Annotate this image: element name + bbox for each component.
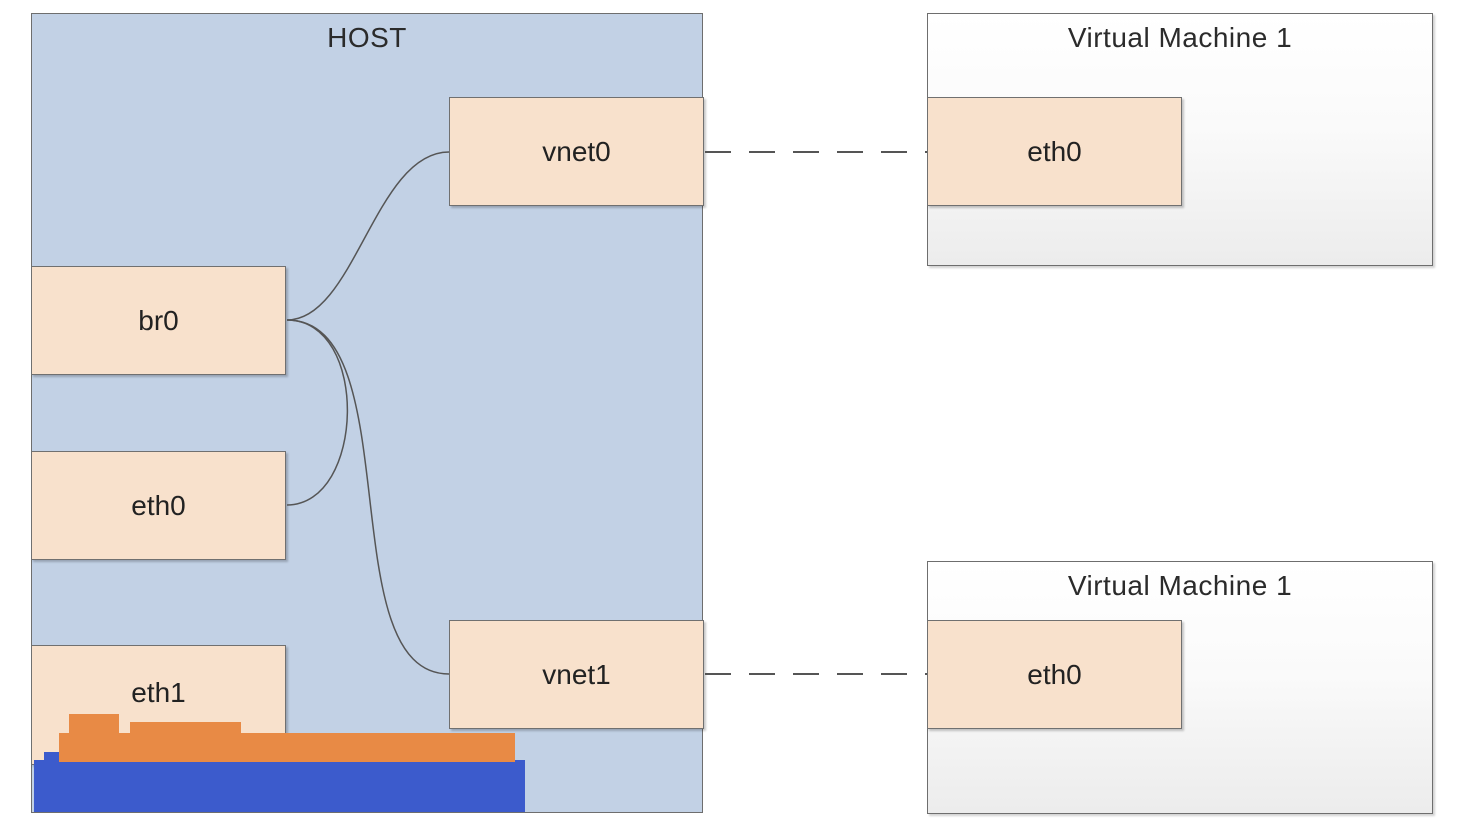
host-eth1-label: eth1 xyxy=(131,677,186,708)
host-eth0-label: eth0 xyxy=(131,489,186,521)
host-eth0-interface[interactable]: eth0 xyxy=(31,451,286,560)
vm-bottom-eth0-label: eth0 xyxy=(1027,658,1082,690)
vnet1-label: vnet1 xyxy=(542,658,611,690)
br0-label: br0 xyxy=(138,304,179,336)
host-title: HOST xyxy=(327,22,407,53)
vm-top-title: Virtual Machine 1 xyxy=(1067,22,1293,53)
vnet0-label: vnet0 xyxy=(542,135,611,167)
br0-interface[interactable]: br0 xyxy=(31,266,286,375)
redaction-orange-tab-mid xyxy=(130,722,241,734)
vm-bottom-title: Virtual Machine 1 xyxy=(1067,570,1293,601)
vm-bottom-eth0-interface[interactable]: eth0 xyxy=(927,620,1182,729)
vm-top-eth0-label: eth0 xyxy=(1027,135,1082,167)
redaction-blue-block xyxy=(34,760,525,812)
redaction-orange-tab-left xyxy=(69,714,119,734)
vm-top-eth0-interface[interactable]: eth0 xyxy=(927,97,1182,206)
vnet1-interface[interactable]: vnet1 xyxy=(449,620,704,729)
redaction-orange-block xyxy=(59,733,515,762)
vnet0-interface[interactable]: vnet0 xyxy=(449,97,704,206)
